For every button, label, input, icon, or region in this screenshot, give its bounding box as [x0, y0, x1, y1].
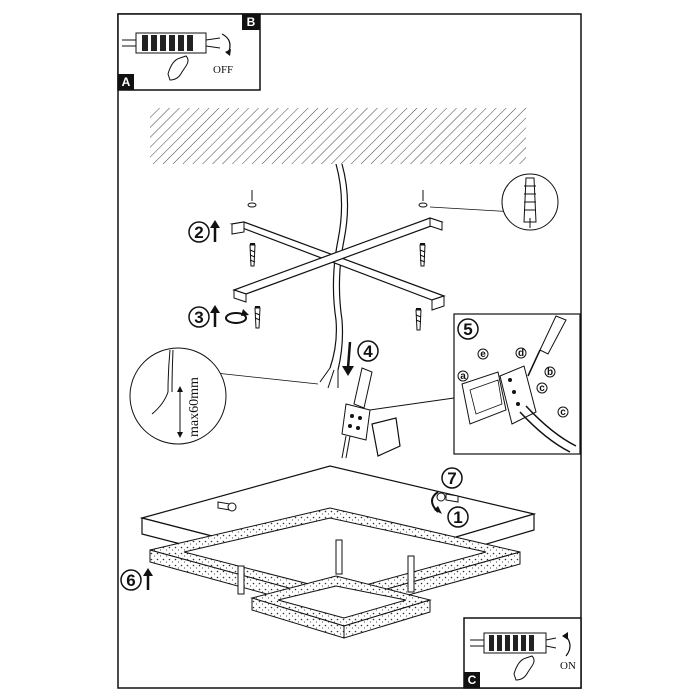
wall-plug-icon — [523, 177, 537, 228]
screw-icon — [415, 308, 422, 331]
screw-icon — [419, 243, 426, 267]
detail-letter-e: e — [480, 349, 486, 360]
rotate-arrow-icon — [431, 491, 442, 514]
arrow-up-icon — [210, 220, 220, 242]
step-2-badge — [188, 221, 210, 243]
arrow-down-icon — [342, 341, 354, 376]
on-label: ON — [560, 660, 576, 672]
detail-letter-b: b — [547, 367, 553, 378]
step-4-badge — [357, 340, 379, 362]
step-2-number: 2 — [194, 223, 203, 242]
terminal-block-icon — [470, 632, 557, 654]
terminal-connector — [341, 367, 455, 459]
page-frame — [117, 13, 582, 689]
arrow-up-icon — [143, 568, 153, 590]
supply-cable — [329, 163, 343, 369]
step-3-badge — [188, 306, 210, 328]
detail-letter-c-2: c — [560, 407, 566, 418]
panel-a-power-off: B A OFF — [117, 13, 261, 91]
screw-icon — [249, 243, 256, 267]
rotate-arrow-icon — [225, 309, 249, 324]
step-4-number: 4 — [363, 342, 373, 361]
cable-length-callout — [129, 347, 227, 445]
step-5-badge — [457, 318, 479, 340]
panel-a-tag-label: A — [122, 75, 131, 89]
step-7-badge — [441, 467, 463, 489]
detail-letter-a: a — [460, 371, 466, 382]
screwdriver-icon — [527, 315, 567, 377]
detail-letter-d: d — [518, 348, 524, 359]
step-1-number: 1 — [453, 508, 462, 527]
step-6-badge — [120, 569, 142, 591]
panel-c-tag — [464, 672, 480, 688]
step-7-number: 7 — [447, 469, 456, 488]
ceiling-hole — [247, 202, 257, 208]
lamp-body — [139, 465, 537, 639]
off-label: OFF — [213, 64, 233, 76]
step-6-number: 6 — [126, 571, 135, 590]
screw-icon — [217, 501, 237, 512]
step-1-badge — [447, 506, 469, 528]
ceiling — [150, 108, 526, 164]
panel-c-tag-label: C — [468, 673, 477, 687]
max-length-label: max60mm — [187, 377, 202, 437]
terminal-block-icon — [122, 32, 221, 54]
mounting-bracket — [229, 217, 446, 311]
arrow-up-icon — [210, 305, 220, 327]
screw-icon — [254, 306, 261, 329]
panel-a-tag — [118, 74, 134, 90]
detail-letter-c: c — [539, 383, 545, 394]
screw-icon — [436, 492, 459, 503]
step-3-number: 3 — [194, 308, 203, 327]
panel-c-power-on: C ON — [463, 617, 582, 689]
detail-5-panel: 5 a b c c d e — [453, 313, 581, 455]
step-5-number: 5 — [463, 320, 472, 339]
hand-icon — [513, 655, 535, 681]
ceiling-hole — [418, 202, 428, 208]
hand-icon — [167, 55, 189, 81]
panel-b-tag — [242, 14, 260, 30]
panel-b-tag-label: B — [247, 15, 256, 29]
